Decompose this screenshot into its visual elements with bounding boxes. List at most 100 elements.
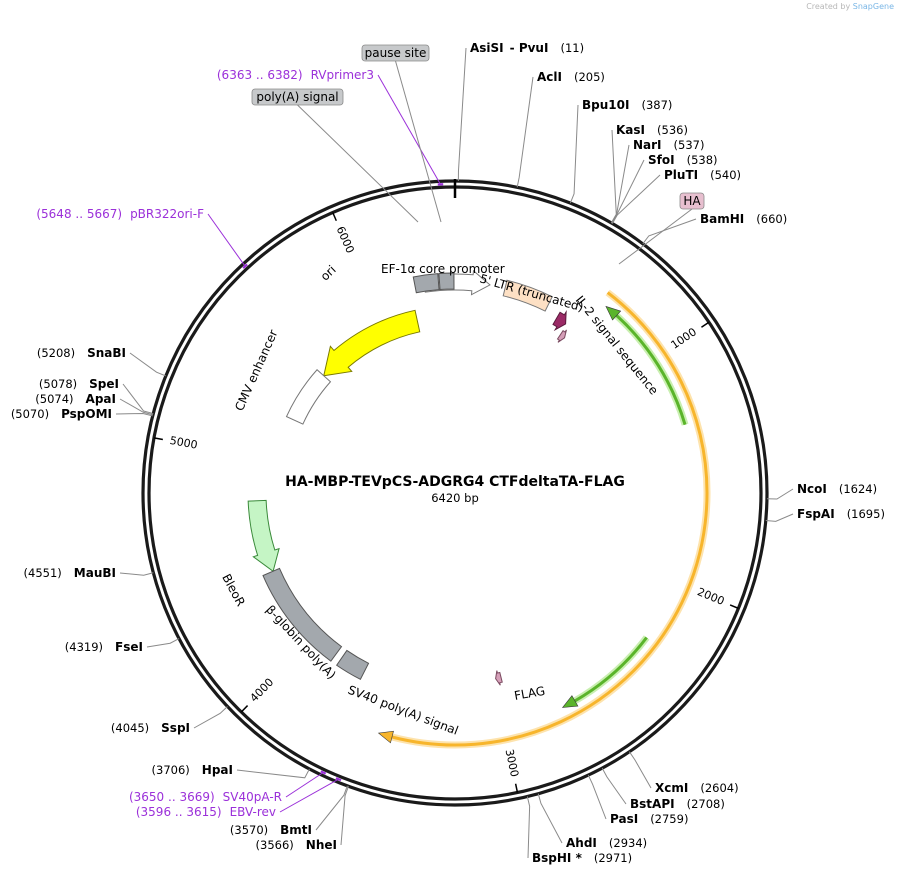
enzyme-maubi: (4551)MauBI bbox=[24, 566, 116, 580]
enzyme-bpu10i: Bpu10I(387) bbox=[582, 98, 672, 112]
box-label-pause-site: pause site bbox=[365, 46, 427, 60]
enzyme-pspomi: (5070)PspOMI bbox=[11, 407, 112, 421]
enzyme-bamhi: BamHI(660) bbox=[700, 212, 787, 226]
enzyme-apai: (5074)ApaI bbox=[35, 392, 116, 406]
feature-label-5-ltr-truncated: 5' LTR (truncated) bbox=[478, 271, 585, 314]
enzyme-ahdi: AhdI(2934) bbox=[566, 836, 647, 850]
site-labels: AsiSI- PvuI(11) AclI(205) Bpu10I(387) KasI(… bbox=[11, 41, 885, 865]
leader-xcmi bbox=[628, 751, 652, 789]
primer-mark-ebv-rev bbox=[335, 777, 342, 782]
enzyme-bsphi: BspHI *(2971) bbox=[532, 851, 632, 865]
enzyme-asisi: AsiSI- PvuI(11) bbox=[470, 41, 584, 55]
leader-spei bbox=[122, 383, 154, 415]
primer-rvprimer3: (6363 .. 6382)RVprimer3 bbox=[217, 68, 374, 82]
orf-arrowhead-0 bbox=[377, 730, 394, 744]
feature-5-ltr-truncated bbox=[502, 279, 553, 312]
enzyme-ncoi: NcoI(1624) bbox=[797, 482, 877, 496]
box-poly-a-signal bbox=[251, 88, 344, 106]
feature-poly-a-signal bbox=[412, 273, 440, 294]
leader-nari bbox=[611, 144, 630, 224]
feature-label-bleor: BleoR bbox=[219, 572, 248, 609]
leader-ncoi bbox=[766, 488, 794, 500]
feature-pause-site bbox=[438, 272, 455, 291]
tick-mark-4000 bbox=[240, 705, 249, 713]
feature-label-cmv-enhancer: CMV enhancer bbox=[232, 328, 280, 413]
leader-fspai bbox=[765, 513, 794, 522]
feature-label-ef-1-core-promoter: EF-1α core promoter bbox=[381, 262, 505, 276]
feature-sv40-poly-a-signal bbox=[335, 649, 370, 681]
enzyme-fspai: FspAI(1695) bbox=[797, 507, 885, 521]
enzyme-sfoi: SfoI(538) bbox=[648, 153, 718, 167]
feature-arrows bbox=[247, 269, 567, 686]
leader-apai bbox=[119, 398, 154, 416]
enzyme-sspi: (4045)SspI bbox=[111, 721, 190, 735]
enzyme-pasi: PasI(2759) bbox=[610, 812, 688, 826]
leader-bamhi bbox=[642, 218, 697, 245]
tick-mark-1000 bbox=[701, 321, 710, 328]
primer-leader-ebv-rev bbox=[279, 778, 339, 813]
enzyme-acli: AclI(205) bbox=[537, 70, 605, 84]
leader-nhei bbox=[340, 786, 349, 846]
tick-mark-3000 bbox=[514, 783, 519, 793]
orf-line-2 bbox=[574, 636, 648, 703]
leader-maubi bbox=[119, 572, 154, 576]
enzyme-hpai: (3706)HpaI bbox=[152, 763, 233, 777]
leader-pluti bbox=[611, 174, 661, 224]
feature-bleor bbox=[247, 499, 280, 573]
tick-mark-2000 bbox=[729, 604, 739, 610]
snapgene-logo: SnapGene bbox=[852, 2, 894, 11]
orf-line-0 bbox=[391, 291, 709, 747]
orf-arrows bbox=[377, 289, 711, 749]
backbone bbox=[141, 179, 769, 807]
box-label-poly-a-signal: poly(A) signal bbox=[256, 90, 338, 104]
feature-il-2-signal-sequence bbox=[552, 309, 567, 332]
primer-leader-pbr322ori-f bbox=[207, 213, 246, 267]
leader-pspomi bbox=[115, 412, 153, 417]
label-leaders bbox=[115, 47, 794, 859]
snapgene-credit: Created by SnapGene bbox=[806, 2, 894, 11]
enzyme-nari: NarI(537) bbox=[633, 138, 704, 152]
plasmid-name: HA-MBP-TEVpCS-ADGRG4 CTFdeltaTA-FLAG bbox=[285, 474, 625, 490]
feature-flag bbox=[495, 670, 503, 686]
feature-label-flag: FLAG bbox=[513, 684, 546, 703]
enzyme-xcmi: XcmI(2604) bbox=[655, 781, 739, 795]
leader-sfoi bbox=[611, 159, 645, 224]
primer-leader-rvprimer3 bbox=[377, 74, 441, 185]
feature-label-sv40-poly-a-signal: SV40 poly(A) signal bbox=[346, 683, 460, 738]
leader-bsphi bbox=[526, 796, 531, 859]
enzyme-bmti: (3570)BmtI bbox=[230, 823, 312, 837]
tick-label-6000: 6000 bbox=[334, 224, 357, 255]
orf-line-1 bbox=[615, 314, 687, 426]
tick-label-4000: 4000 bbox=[247, 676, 276, 705]
leader-ahdi bbox=[537, 793, 563, 844]
enzyme-nhei: (3566)NheI bbox=[256, 838, 337, 852]
box-label-ha: HA bbox=[683, 194, 701, 208]
box-leader-pause-site bbox=[395, 60, 442, 223]
enzyme-pluti: PluTI(540) bbox=[664, 168, 741, 182]
tick-label-3000: 3000 bbox=[503, 748, 521, 778]
enzyme-fsei: (4319)FseI bbox=[65, 640, 143, 654]
feature-ori bbox=[323, 309, 421, 377]
orf-glow-0 bbox=[391, 289, 711, 749]
box-ha bbox=[679, 192, 705, 210]
orf-arrowhead-1 bbox=[605, 305, 622, 321]
leader-bpu10i bbox=[569, 104, 579, 204]
tick-label-2000: 2000 bbox=[695, 585, 726, 608]
primer-leader-sv40pa-r bbox=[285, 772, 324, 798]
leader-acli bbox=[516, 76, 534, 188]
primer-sv40pa-r: (3650 .. 3669)SV40pA-R bbox=[129, 790, 282, 804]
tick-mark-5000 bbox=[153, 437, 163, 441]
enzyme-bstapi: BstAPI(2708) bbox=[630, 797, 725, 811]
enzyme-kasi: KasI(536) bbox=[616, 123, 688, 137]
enzyme-spei: (5078)SpeI bbox=[39, 377, 119, 391]
enzyme-snabi: (5208)SnaBI bbox=[37, 346, 126, 360]
primer-mark-sv40pa-r bbox=[320, 770, 327, 775]
leader-kasi bbox=[610, 129, 617, 224]
leader-hpai bbox=[236, 768, 310, 779]
leader-pasi bbox=[587, 774, 607, 820]
tick-mark-6000 bbox=[332, 212, 338, 222]
tick-label-1000: 1000 bbox=[668, 325, 698, 351]
tick-label-5000: 5000 bbox=[169, 434, 199, 452]
